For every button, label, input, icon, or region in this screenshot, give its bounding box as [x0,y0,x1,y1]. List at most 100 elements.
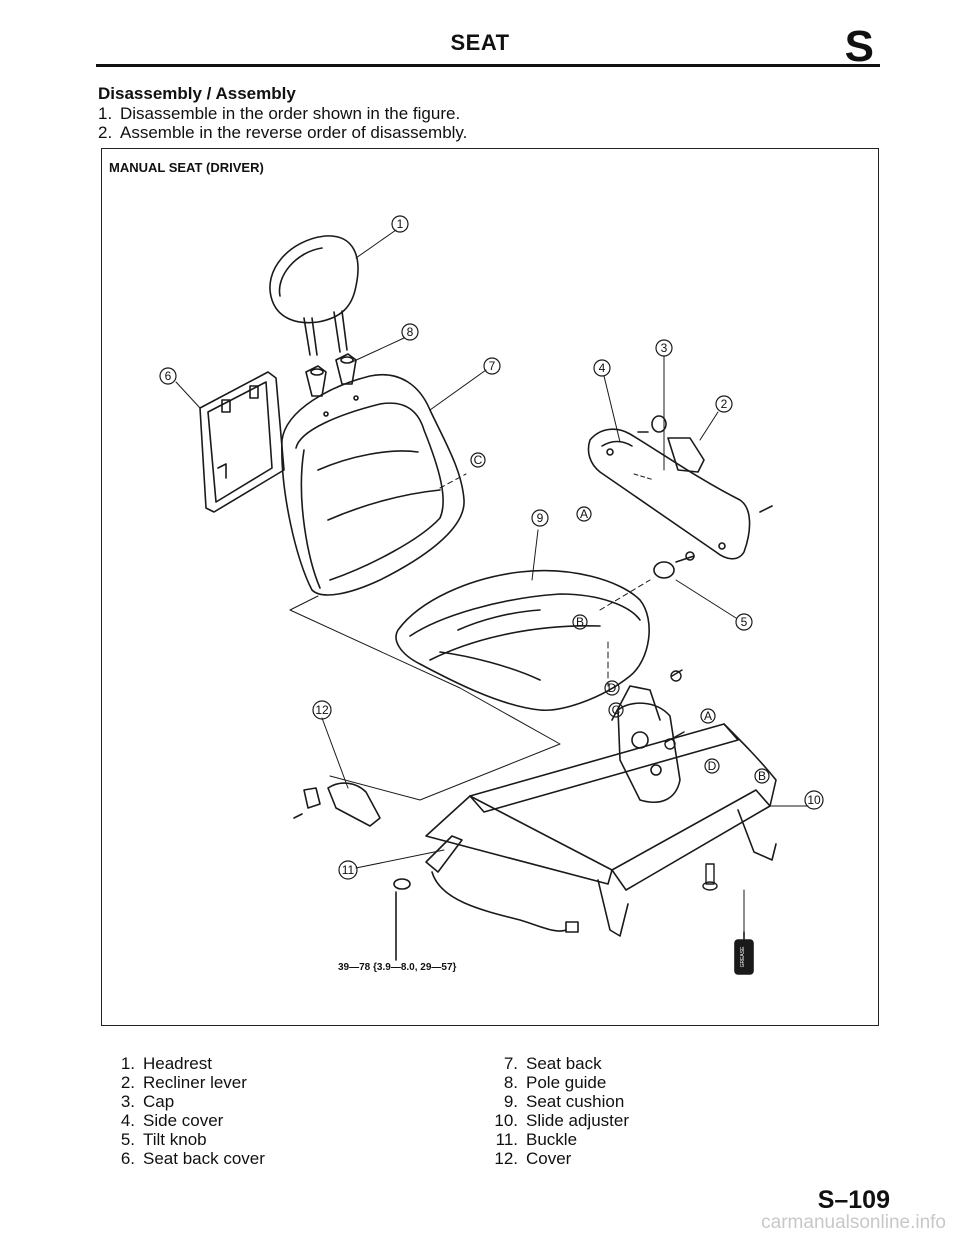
legend-item: 1.Headrest [105,1054,212,1073]
legend-text: Side cover [143,1111,224,1130]
svg-text:2: 2 [721,397,728,411]
svg-text:A: A [580,507,588,521]
callout-4: 4 [593,359,611,377]
buckle-part [393,835,579,961]
legend-number: 11. [495,1130,518,1149]
header-divider [96,64,880,67]
svg-text:B: B [576,615,584,629]
step-number: 1. [98,104,113,123]
ref-mark-a: A [700,708,716,724]
legend-number: 9. [503,1092,518,1111]
part-callouts: 1 2 3 4 5 6 7 8 9 10 11 12 [159,215,824,880]
legend-number: 12. [494,1149,518,1168]
legend-number: 10. [494,1111,518,1130]
svg-text:10: 10 [807,793,821,807]
legend-number: 3. [120,1092,135,1111]
grease-label: GREASE [740,946,746,968]
callout-1: 1 [391,215,409,233]
ref-mark-c: C [470,452,486,468]
step-text: Assemble in the reverse order of disasse… [120,123,468,142]
svg-text:D: D [708,759,717,773]
procedure-step: 1. Disassemble in the order shown in the … [98,104,460,124]
svg-text:7: 7 [489,359,496,373]
svg-text:9: 9 [537,511,544,525]
legend-text: Buckle [526,1130,578,1149]
legend-item: 12.Cover [488,1149,571,1168]
figure-frame [101,148,879,1026]
page-number: S–109 [817,1186,890,1214]
callout-8: 8 [401,323,419,341]
legend-number: 2. [120,1073,135,1092]
legend-number: 5. [120,1130,135,1149]
cover-part [293,782,381,827]
ref-mark-b: B [572,614,588,630]
ref-mark-c: C [608,702,624,718]
procedure-heading: Disassembly / Assembly [98,84,296,103]
callout-7: 7 [483,357,501,375]
legend-item: 9.Seat cushion [488,1092,624,1111]
figure-caption: MANUAL SEAT (DRIVER) [109,160,264,175]
legend-text: Pole guide [526,1073,607,1092]
callout-11: 11 [338,860,358,880]
svg-text:11: 11 [342,863,355,877]
legend-number: 1. [120,1054,135,1073]
watermark: carmanualsonline.info [761,1212,946,1233]
svg-text:1: 1 [397,217,404,231]
torque-spec: 39—78 {3.9—8.0, 29—57} [338,962,457,973]
svg-text:5: 5 [741,615,748,629]
leader-lines [175,229,809,869]
seat-cushion-part [395,569,650,711]
legend-item: 10. Slide adjuster [488,1111,629,1130]
legend-item: 3. Cap [105,1092,174,1111]
ref-mark-b: B [754,768,770,784]
svg-text:6: 6 [165,369,172,383]
section-letter: S [844,22,874,71]
side-cover-part [587,415,773,560]
legend-item: 11. Buckle [488,1130,577,1149]
reference-marks: A A B B C C D D [470,452,770,784]
callout-2: 2 [715,395,733,413]
svg-text:8: 8 [407,325,414,339]
callout-12: 12 [312,700,332,720]
legend-item: 5. Tilt knob [105,1130,207,1149]
guide-lines [289,407,745,933]
svg-text:4: 4 [599,361,606,375]
svg-text:A: A [704,709,712,723]
callout-6: 6 [159,367,177,385]
legend-text: Slide adjuster [526,1111,630,1130]
legend-item: 7. Seat back [488,1054,602,1073]
procedure-step: 2.Assemble in the reverse order of disas… [98,123,467,143]
svg-text:12: 12 [315,703,329,717]
callout-5: 5 [735,613,753,631]
ref-mark-d: D [604,680,620,696]
legend-number: 6. [120,1149,135,1168]
legend-item: 8.Pole guide [488,1073,607,1092]
callout-9: 9 [531,509,549,527]
legend-item: 6. Seat back cover [105,1149,265,1168]
legend-text: Seat back [526,1054,602,1073]
svg-text:3: 3 [661,341,668,355]
legend-text: Seat back cover [143,1149,265,1168]
legend-text: Cap [143,1092,175,1111]
headrest-part [269,235,359,356]
legend-item: 4. Side cover [105,1111,224,1130]
legend-item: 2. Recliner lever [105,1073,247,1092]
pole-guide-part [305,353,357,397]
svg-text:B: B [758,769,766,783]
ref-mark-a: A [576,506,592,522]
callout-10: 10 [804,790,824,810]
legend-text: Tilt knob [143,1130,207,1149]
svg-text:C: C [474,453,483,467]
slide-adjuster-part [425,685,777,937]
legend-number: 4. [120,1111,135,1130]
legend-text: Recliner lever [143,1073,247,1092]
seat-back-cover-part [199,371,285,513]
step-text: Disassemble in the order shown in the fi… [120,104,461,123]
grease-can-icon [734,931,754,975]
callout-3: 3 [655,339,673,357]
tilt-knob-part [653,551,695,579]
legend-number: 7. [503,1054,518,1073]
seat-back-part [281,374,465,596]
svg-text:C: C [612,703,621,717]
